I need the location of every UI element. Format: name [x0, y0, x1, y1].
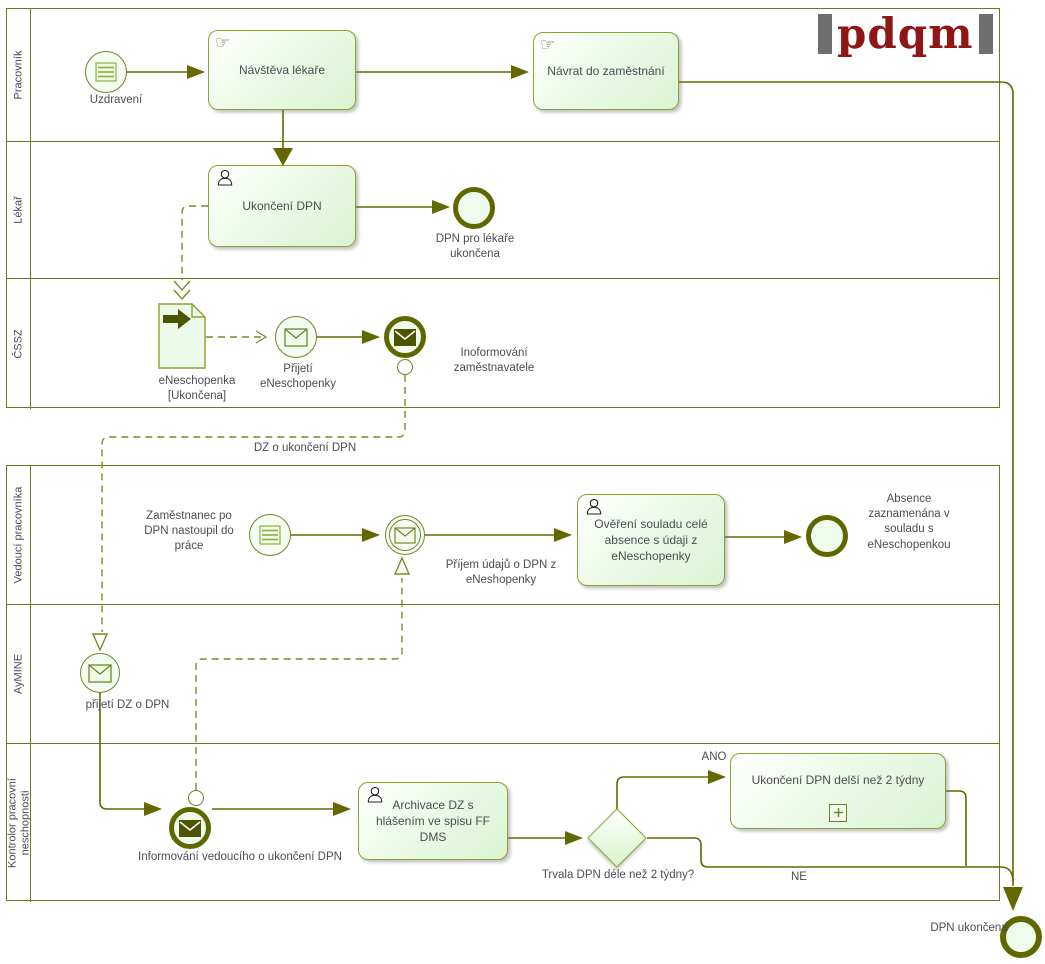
- task-label-overeni: Ověření souladu celé absence s údaji z e…: [594, 516, 708, 564]
- task-label-navsteva: Návštěva lékaře: [238, 62, 326, 77]
- lane-cssz: ČSSZ: [7, 278, 999, 409]
- lane-head-lekar: Lékař: [7, 142, 31, 278]
- task-navsteva-lekare[interactable]: ☞ Návštěva lékaře: [208, 30, 356, 110]
- logo-bar-right: [978, 14, 993, 54]
- label-prijeti-dz: přijetí DZ o DPN: [85, 699, 170, 711]
- manual-task-icon: ☞: [540, 35, 556, 54]
- lane-vedouci: Vedoucí pracovníka: [7, 466, 999, 604]
- label-informovani-vedouciho: Informování vedoucího o ukončení DPN: [138, 851, 342, 863]
- lane-head-vedouci: Vedoucí pracovníka: [7, 466, 31, 604]
- data-input-arrow-icon: [163, 309, 191, 329]
- lane-head-cssz: ČSSZ: [7, 279, 31, 409]
- gateway-trvala-dpn[interactable]: [587, 808, 647, 868]
- task-ukonceni-dpn[interactable]: Ukončení DPN: [208, 165, 356, 247]
- lane-head-pracovnik: Pracovník: [7, 9, 31, 141]
- end-event-absence[interactable]: [806, 515, 848, 557]
- label-trvala-dpn: Trvala DPN déle než 2 týdny?: [541, 869, 695, 881]
- lane-lekar: Lékař: [7, 141, 999, 278]
- subprocess-label: Ukončení DPN delší než 2 týdny: [751, 773, 925, 787]
- label-dpn-ukoncena: DPN ukončena: [930, 922, 1008, 934]
- catch-event-prijem-udaju[interactable]: [385, 515, 425, 555]
- throw-event-informovani-vedouciho[interactable]: [169, 807, 211, 849]
- label-dpn-pro-lekare: DPN pro lékaře ukončena: [435, 233, 515, 261]
- logo-text: pdqm: [837, 9, 974, 58]
- task-overeni-souladu[interactable]: Ověření souladu celé absence s údaji z e…: [577, 494, 725, 586]
- edge-label-ano: ANO: [701, 751, 727, 763]
- user-task-icon: [215, 169, 235, 190]
- label-absence: Absence zaznamenána v souladu s eNeschop…: [867, 493, 951, 551]
- label-eneschopenka: eNeschopenka [Ukončena]: [158, 375, 236, 403]
- user-task-icon: [365, 786, 385, 807]
- lane-aymine: AyMINE: [7, 604, 999, 743]
- start-event-uzdraveni[interactable]: [85, 51, 127, 93]
- message-filled-icon: [394, 328, 416, 346]
- label-prijem-udaju: Příjem údajů o DPN z eNeshopenky: [445, 559, 557, 587]
- message-anchor-dot: [397, 359, 413, 375]
- logo-bar-left: [818, 14, 832, 54]
- data-object-eneschopenka[interactable]: [158, 303, 208, 376]
- message-filled-icon: [179, 819, 201, 837]
- edge-label-dz-o-ukonceni: DZ o ukončení DPN: [253, 442, 357, 454]
- message-icon: [394, 526, 416, 544]
- user-task-icon: [584, 498, 604, 519]
- message-icon: [284, 327, 308, 347]
- catch-event-prijeti-eneschopenky[interactable]: [275, 316, 317, 358]
- conditional-lines-icon: [95, 62, 117, 82]
- label-zamestnanec: Zaměstnanec po DPN nastoupil do práce: [144, 510, 234, 553]
- label-uzdraveni: Uzdravení: [89, 94, 143, 106]
- task-label-ukonceni: Ukončení DPN: [242, 198, 322, 213]
- lane-head-aymine: AyMINE: [7, 605, 31, 743]
- subprocess-plus-icon[interactable]: [829, 804, 847, 822]
- label-informovani-zamestnavatele: Inoformování zaměstnavatele: [453, 347, 535, 375]
- message-icon: [88, 663, 112, 683]
- lane-kontrolor: Kontrolor pracovní neschopnosti: [6, 743, 999, 902]
- start-event-prijeti-dz[interactable]: [80, 653, 120, 693]
- lane-head-kontrolor: Kontrolor pracovní neschopnosti: [6, 744, 31, 902]
- manual-task-icon: ☞: [215, 33, 231, 52]
- throw-event-informovani-zamestnavatele[interactable]: [384, 316, 426, 358]
- lane-pracovnik: Pracovník: [7, 9, 999, 141]
- end-event-dpn-ukoncena[interactable]: [1000, 916, 1042, 958]
- start-event-zamestnanec[interactable]: [249, 514, 291, 556]
- end-event-dpn-pro-lekare[interactable]: [453, 187, 495, 229]
- task-label-archivace: Archivace DZ s hlášením ve spisu FF DMS: [375, 797, 491, 845]
- event-inner-ring: [389, 519, 421, 551]
- pdqm-logo: pdqm: [818, 9, 993, 58]
- subprocess-ukonceni-delsi[interactable]: Ukončení DPN delší než 2 týdny: [730, 753, 946, 829]
- task-label-navrat: Návrat do zaměstnání: [547, 63, 665, 78]
- task-navrat-do-zamestnani[interactable]: ☞ Návrat do zaměstnání: [533, 32, 679, 110]
- label-prijeti-eneschopenky: Přijetí eNeschopenky: [259, 363, 337, 391]
- conditional-lines-icon: [259, 525, 281, 545]
- message-anchor-dot: [188, 790, 204, 806]
- task-archivace[interactable]: Archivace DZ s hlášením ve spisu FF DMS: [358, 782, 508, 860]
- edge-label-ne: NE: [791, 871, 807, 883]
